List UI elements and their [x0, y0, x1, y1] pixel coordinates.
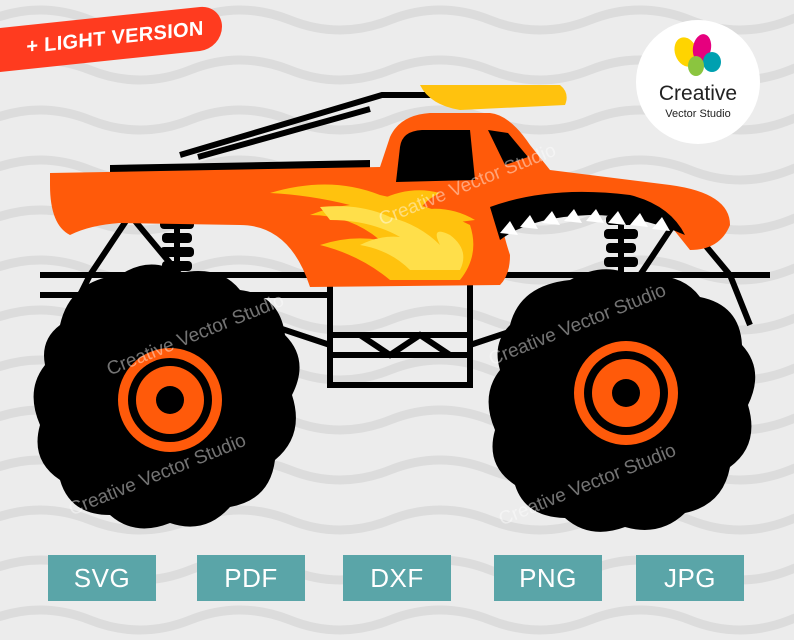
- format-badge-dxf: DXF: [343, 555, 451, 601]
- monster-teeth: [500, 209, 670, 235]
- format-badge-svg: SVG: [48, 555, 156, 601]
- format-badge-png: PNG: [494, 555, 602, 601]
- file-format-badges: SVG PDF DXF PNG JPG: [0, 555, 794, 601]
- wheel-right: [488, 269, 756, 532]
- creative-vector-studio-logo: Creative Vector Studio: [636, 20, 760, 144]
- flame-decal: [270, 184, 475, 280]
- logo-title: Creative: [658, 82, 738, 105]
- format-badge-jpg: JPG: [636, 555, 744, 601]
- butterfly-logo-icon: [674, 34, 721, 76]
- format-badge-pdf: PDF: [197, 555, 305, 601]
- logo-subtitle: Vector Studio: [665, 108, 731, 120]
- banner-label: + LIGHT VERSION: [26, 17, 204, 58]
- roof-fin: [420, 85, 567, 110]
- wheel-left: [33, 264, 300, 529]
- windshield: [488, 130, 528, 165]
- truck-window: [396, 130, 475, 182]
- monster-mouth: [490, 191, 685, 240]
- monster-truck-illustration: [33, 85, 770, 532]
